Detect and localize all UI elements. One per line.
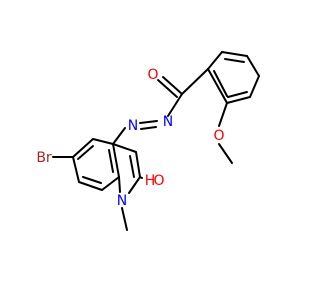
atom-labels: O N N O Br O H N bbox=[36, 67, 224, 209]
bond bbox=[112, 143, 137, 153]
bond bbox=[181, 68, 209, 95]
bond bbox=[207, 68, 228, 104]
hydroxyl-hydrogen-label: H bbox=[145, 173, 156, 189]
bond bbox=[92, 138, 114, 145]
bond bbox=[249, 75, 260, 98]
background bbox=[0, 0, 300, 300]
carbonyl-oxygen-label: O bbox=[147, 67, 158, 83]
bond bbox=[140, 126, 157, 130]
bond bbox=[118, 176, 121, 193]
bond bbox=[218, 143, 233, 164]
bond bbox=[101, 176, 120, 191]
bonds bbox=[52, 51, 260, 231]
bond bbox=[224, 58, 245, 63]
bond bbox=[129, 155, 135, 178]
bond bbox=[82, 176, 102, 184]
bond bbox=[213, 70, 228, 97]
bond bbox=[207, 51, 223, 70]
bond bbox=[128, 176, 141, 194]
methoxy-oxygen-label: O bbox=[213, 128, 224, 144]
bond bbox=[72, 156, 80, 183]
bond bbox=[108, 149, 114, 173]
bond bbox=[139, 176, 143, 179]
bond bbox=[162, 76, 183, 95]
bond bbox=[139, 120, 158, 124]
bond bbox=[167, 93, 183, 117]
bond bbox=[218, 102, 228, 127]
bond bbox=[227, 91, 248, 98]
bond bbox=[246, 55, 260, 77]
bond bbox=[112, 143, 120, 178]
bond bbox=[78, 181, 103, 191]
structure-canvas: O N N O Br O H N bbox=[0, 0, 300, 300]
hydroxyl-oxygen-label: O bbox=[153, 173, 164, 189]
bond bbox=[157, 79, 178, 98]
bond bbox=[221, 51, 248, 57]
bond bbox=[112, 127, 126, 145]
bond bbox=[121, 207, 128, 231]
bromine-label: Br bbox=[36, 150, 52, 166]
bond bbox=[72, 138, 94, 158]
azo-nitrogen-a-label: N bbox=[163, 114, 173, 130]
bond bbox=[77, 145, 94, 160]
azo-nitrogen-b-label: N bbox=[128, 118, 138, 134]
ring-nitrogen-label: N bbox=[117, 193, 127, 209]
bond bbox=[135, 151, 141, 178]
bond bbox=[226, 96, 251, 104]
